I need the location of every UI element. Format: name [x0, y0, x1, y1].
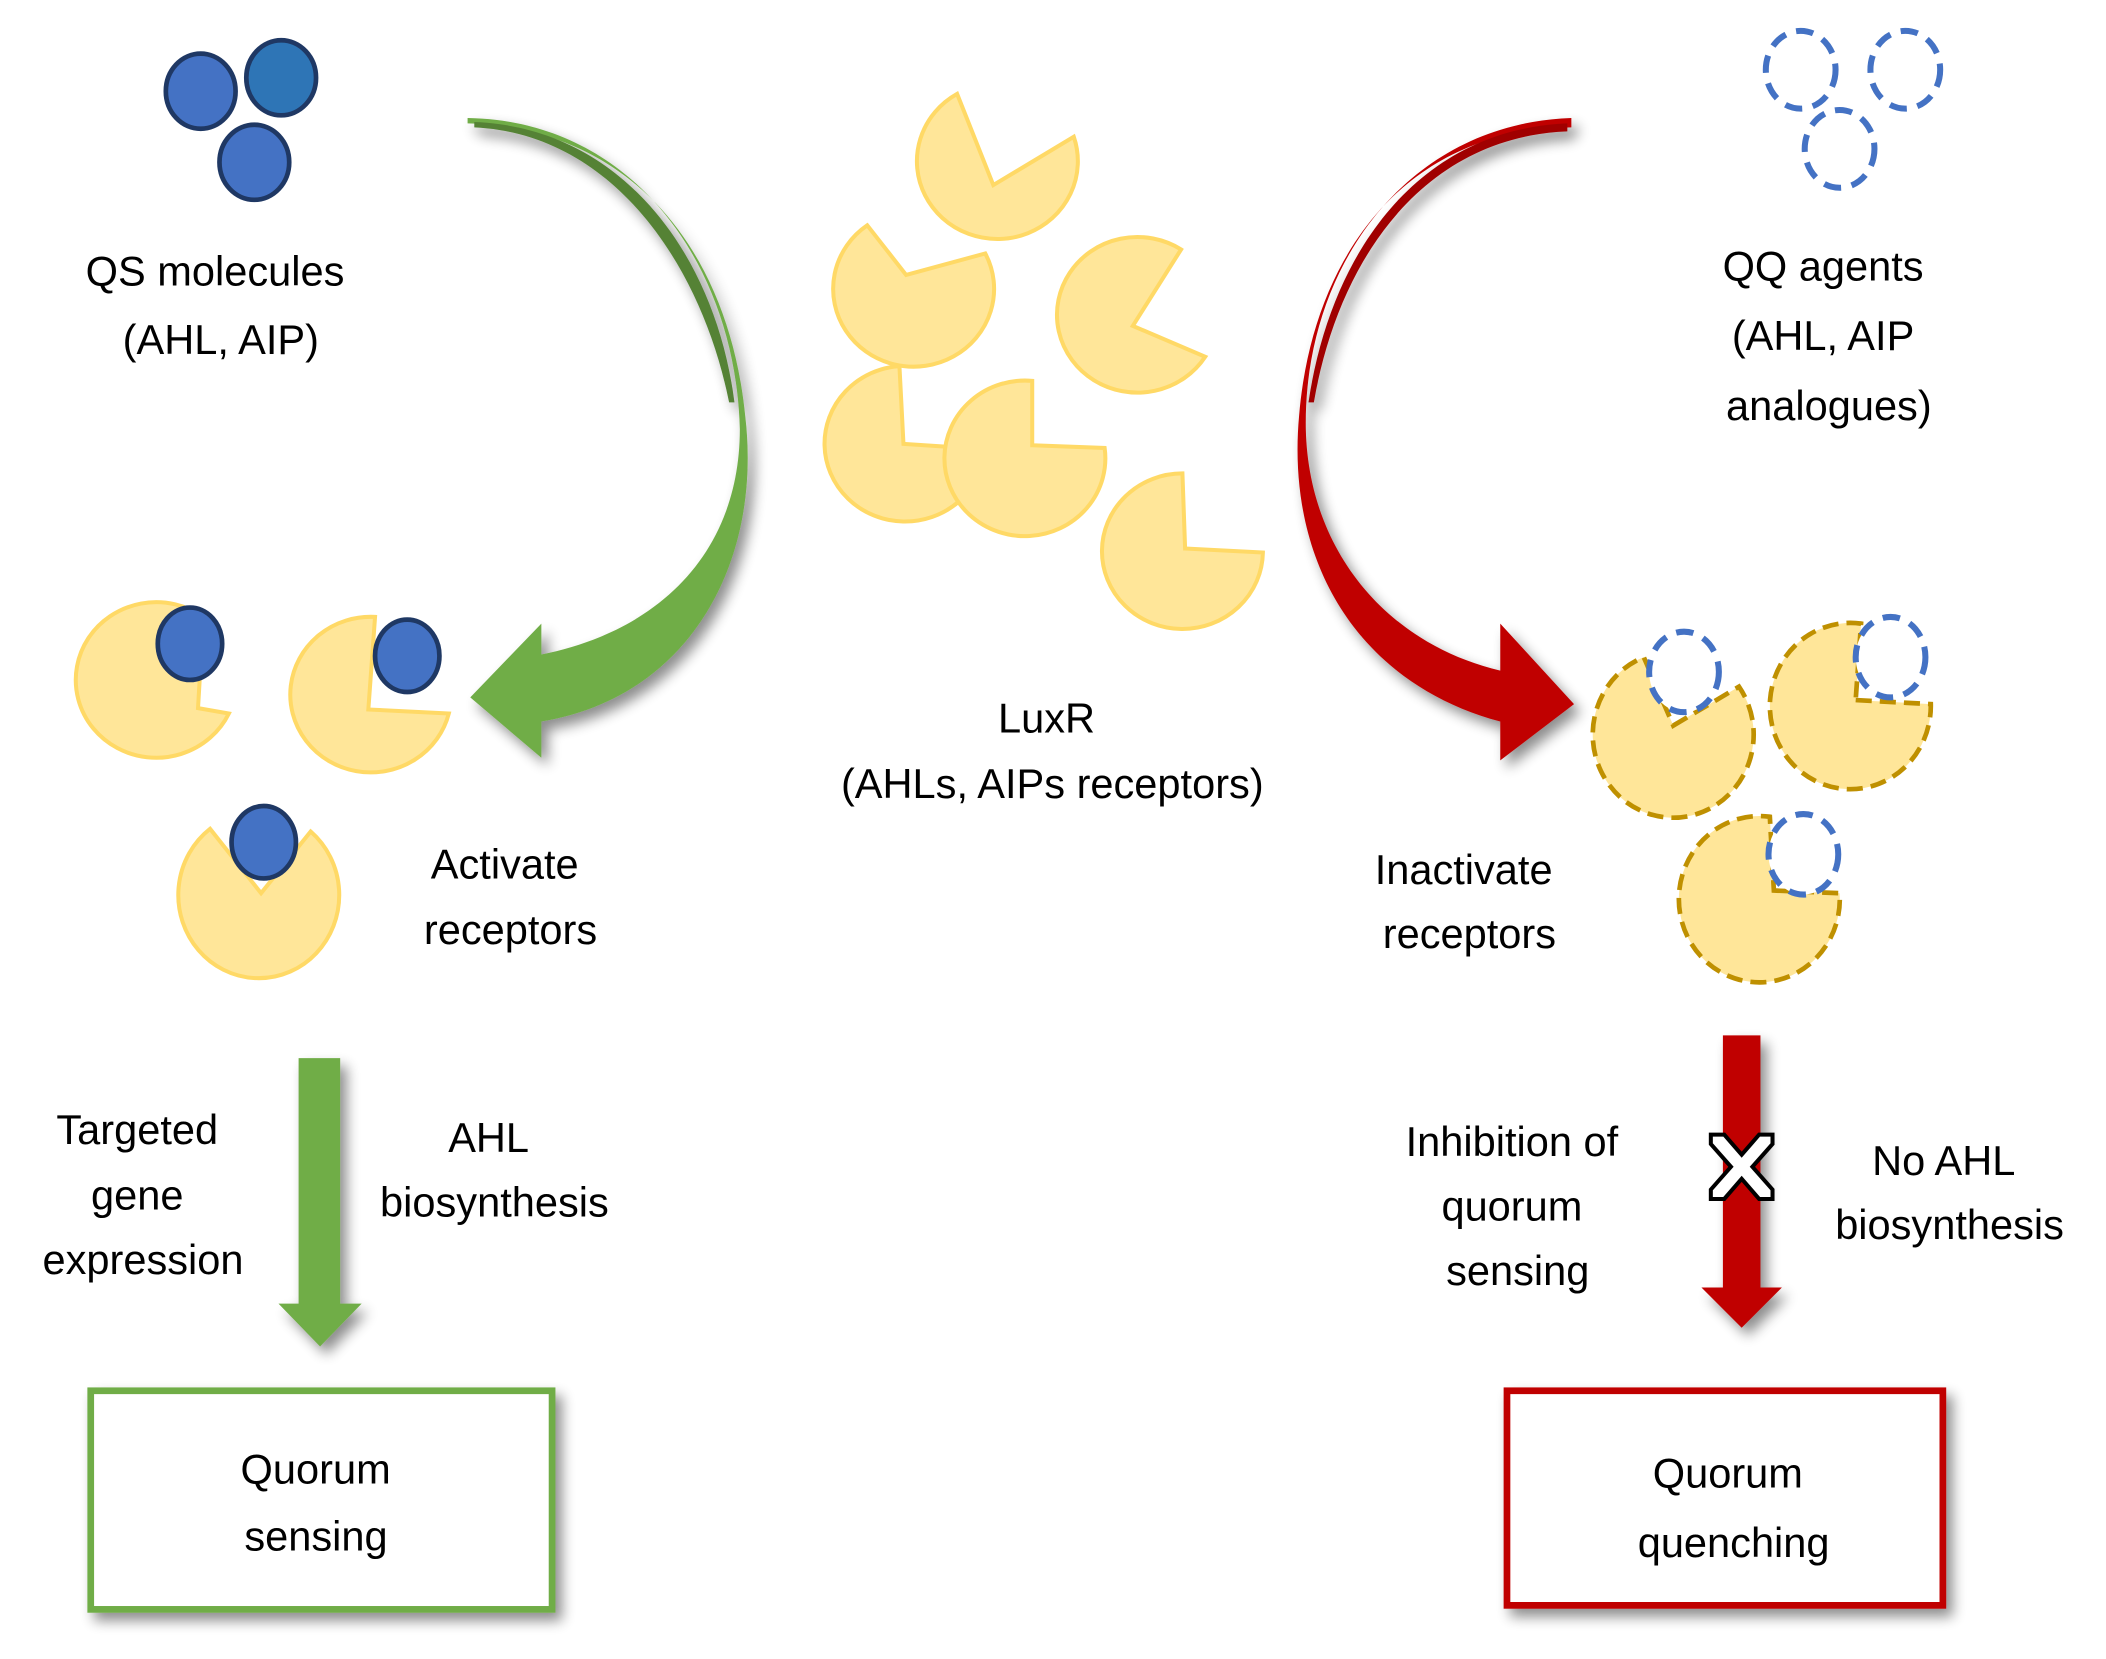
inhibition-label: Inhibition of quorum sensing	[1406, 1118, 1630, 1294]
active-receptors-icon	[73, 600, 452, 981]
red-curved-arrow-icon	[1297, 118, 1575, 761]
x-mark-icon	[1708, 1132, 1775, 1201]
inactivate-receptors-label: Inactivate receptors	[1375, 846, 1564, 957]
qs-molecules-label: QS molecules (AHL, AIP)	[86, 248, 356, 363]
targeted-gene-expression-label: Targeted gene expression	[43, 1106, 244, 1283]
qs-molecules-icon	[163, 37, 319, 203]
luxr-receptors-icon	[822, 90, 1265, 632]
qq-agents-icon	[1762, 27, 1944, 191]
activate-receptors-label: Activate receptors	[424, 840, 597, 953]
no-ahl-biosynthesis-label: No AHL biosynthesis	[1835, 1137, 2064, 1248]
ahl-biosynthesis-label: AHL biosynthesis	[380, 1114, 609, 1225]
quorum-quenching-box	[1503, 1387, 1947, 1609]
green-down-arrow-icon	[278, 1058, 362, 1347]
quorum-sensing-box	[87, 1387, 556, 1613]
qq-agents-label: QQ agents (AHL, AIP analogues)	[1723, 242, 1936, 428]
quorum-quenching-label: Quorum quenching	[1638, 1449, 1830, 1566]
inactive-receptors-icon	[1590, 613, 1934, 985]
quorum-sensing-label: Quorum sensing	[241, 1445, 403, 1559]
luxr-label: LuxR (AHLs, AIPs receptors)	[841, 694, 1264, 807]
green-curved-arrow-icon	[467, 118, 748, 758]
